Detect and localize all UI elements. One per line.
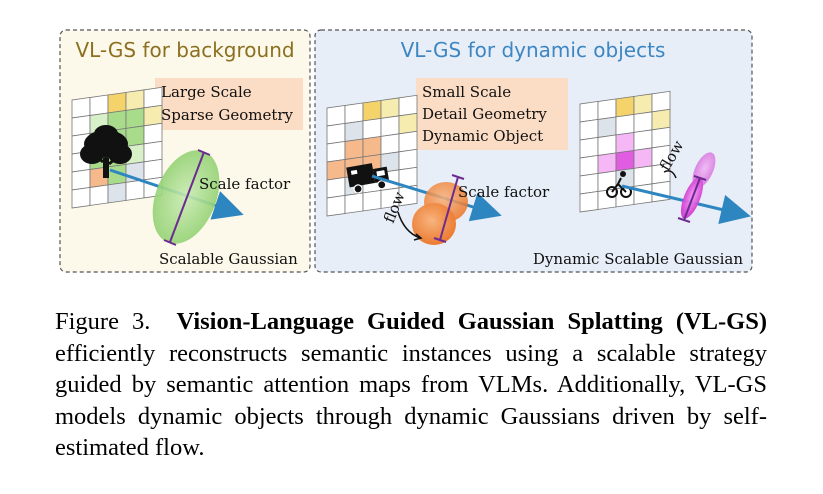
- background-note-box: [155, 78, 303, 130]
- grid-cell: [579, 137, 599, 159]
- grid-cell: [344, 120, 364, 142]
- figure-caption: Figure 3. Vision-Language Guided Gaussia…: [55, 306, 767, 464]
- dynamic-panel: VL-GS for dynamic objects Small Scale De…: [314, 29, 753, 273]
- grid-cell: [380, 133, 400, 155]
- grid-cell: [143, 104, 163, 127]
- grid-cell: [107, 181, 127, 204]
- caption-body: efficiently reconstructs semantic instan…: [55, 339, 767, 462]
- flow-arrow-2: [663, 170, 677, 179]
- grid-cell: [344, 192, 364, 214]
- grid-cell: [398, 112, 418, 135]
- dynamic-note-line-3: Dynamic Object: [422, 127, 543, 145]
- background-panel: VL-GS for background Large Scale Sparse …: [59, 29, 311, 273]
- dynamic-gaussian-ellipsoid: [412, 203, 456, 245]
- grid-cell: [71, 187, 91, 209]
- grid-cell: [380, 115, 400, 137]
- grid-cell: [143, 140, 163, 163]
- vehicle-scale-axis: [439, 176, 459, 241]
- caption-prefix: Figure 3.: [55, 308, 151, 335]
- grid-cell: [362, 189, 382, 212]
- grid-cell: [597, 152, 617, 174]
- grid-cell: [398, 148, 418, 171]
- dynamic-note-line-2: Detail Geometry: [422, 105, 547, 123]
- grid-cell: [89, 184, 109, 206]
- cyclist-scale-axis: [683, 177, 701, 221]
- dynamic-bottom-label: Dynamic Scalable Gaussian: [533, 250, 743, 268]
- grid-cell: [143, 158, 163, 181]
- grid-cell: [71, 169, 91, 191]
- dynamic-note-line-1: Small Scale: [422, 83, 511, 101]
- grid-cell: [71, 97, 91, 119]
- figure-diagram: VL-GS for background Large Scale Sparse …: [59, 29, 753, 273]
- caption-bold-title: Vision-Language Guided Gaussian Splattin…: [176, 308, 768, 335]
- grid-cell: [143, 122, 163, 145]
- dynamic-panel-title: VL-GS for dynamic objects: [401, 38, 666, 62]
- background-note-line-2: Sparse Geometry: [161, 106, 294, 124]
- grid-cell: [125, 125, 145, 147]
- grid-cell: [615, 95, 635, 118]
- grid-cell: [615, 113, 635, 136]
- grid-cell: [615, 149, 635, 172]
- grid-cell: [398, 130, 418, 153]
- grid-cell: [143, 86, 163, 109]
- grid-cell: [579, 101, 599, 123]
- grid-cell: [362, 135, 382, 158]
- grid-cell: [380, 97, 400, 119]
- grid-cell: [633, 129, 653, 151]
- grid-cell: [398, 94, 418, 117]
- background-note-line-1: Large Scale: [161, 83, 252, 101]
- truck-icon: [346, 163, 390, 194]
- grid-cell: [579, 119, 599, 141]
- dynamic-scale-label: Scale factor: [458, 183, 550, 201]
- grid-cell: [89, 94, 109, 116]
- grid-cell: [633, 147, 653, 169]
- grid-cell: [579, 155, 599, 177]
- dynamic-note-box: [416, 78, 568, 150]
- grid-cell: [362, 117, 382, 140]
- background-panel-title: VL-GS for background: [75, 38, 294, 62]
- vehicle-feature-grid: [326, 94, 418, 217]
- background-scale-axis: [169, 151, 205, 243]
- grid-cell: [125, 89, 145, 111]
- grid-cell: [579, 173, 599, 195]
- grid-cell: [633, 111, 653, 133]
- grid-cell: [125, 179, 145, 201]
- grid-cell: [597, 170, 617, 192]
- grid-cell: [633, 183, 653, 205]
- cyclist-feature-grid: [579, 90, 671, 213]
- tree-icon: [80, 125, 132, 178]
- grid-cell: [633, 93, 653, 115]
- grid-cell: [326, 141, 346, 163]
- grid-cell: [633, 165, 653, 187]
- grid-cell: [615, 131, 635, 154]
- background-scale-label: Scale factor: [199, 175, 291, 193]
- grid-cell: [326, 105, 346, 127]
- grid-cell: [326, 195, 346, 217]
- grid-cell: [125, 107, 145, 129]
- grid-cell: [344, 102, 364, 124]
- grid-cell: [597, 98, 617, 120]
- grid-cell: [597, 116, 617, 138]
- flow-arrow-1: [397, 211, 421, 239]
- grid-cell: [326, 159, 346, 181]
- grid-cell: [651, 90, 671, 113]
- grid-cell: [651, 180, 671, 203]
- grid-cell: [107, 91, 127, 114]
- grid-cell: [579, 191, 599, 213]
- grid-cell: [362, 99, 382, 122]
- grid-cell: [326, 123, 346, 145]
- grid-cell: [326, 177, 346, 199]
- grid-cell: [651, 108, 671, 131]
- background-bottom-label: Scalable Gaussian: [159, 250, 298, 268]
- grid-cell: [71, 115, 91, 137]
- grid-cell: [344, 138, 364, 160]
- grid-cell: [597, 134, 617, 156]
